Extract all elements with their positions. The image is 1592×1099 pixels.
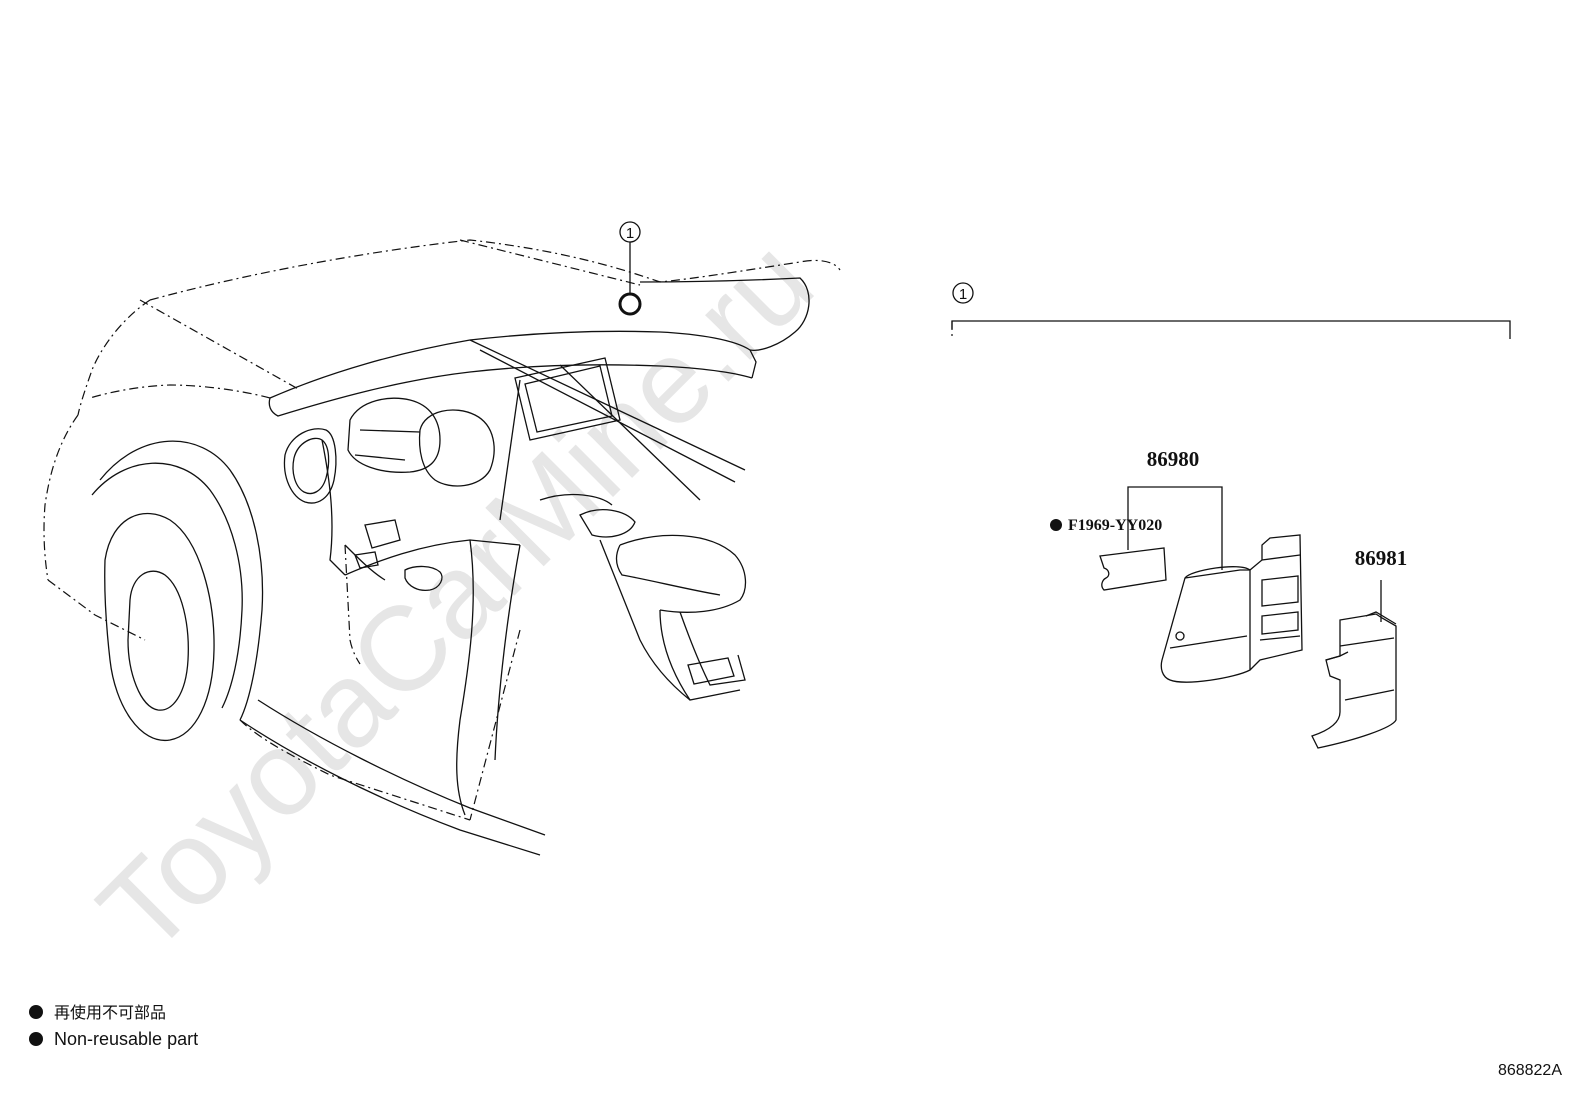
legend: 再使用不可部品 Non-reusable part <box>29 1004 198 1049</box>
drawing-code: 868822A <box>1498 1062 1562 1079</box>
legend-text-en: Non-reusable part <box>54 1029 198 1049</box>
non-reusable-dot <box>1050 519 1062 531</box>
part-86980-callout: 86980 <box>1127 447 1223 570</box>
label-sheet <box>1099 547 1167 591</box>
legend-text-jp: 再使用不可部品 <box>54 1004 166 1022</box>
vehicle-interior-illustration <box>43 239 841 856</box>
assembly-callout-number: 1 <box>959 286 967 303</box>
legend-dot-en <box>29 1032 43 1046</box>
legend-dot-jp <box>29 1005 43 1019</box>
dashboard-callout-number: 1 <box>626 225 634 242</box>
watermark: ToyotaCarMine.ru <box>74 214 838 978</box>
part-f1969-callout: F1969-YY020 <box>1050 517 1162 534</box>
dashboard-callout: 1 <box>619 221 641 243</box>
assembly-bracket: 1 <box>951 282 1511 339</box>
part-number-86981: 86981 <box>1355 546 1408 570</box>
cover-86981 <box>1311 611 1397 749</box>
part-86981-callout: 86981 <box>1355 546 1408 622</box>
control-module-86980 <box>1160 534 1303 683</box>
part-number-86980: 86980 <box>1147 447 1200 471</box>
part-number-f1969: F1969-YY020 <box>1068 517 1162 534</box>
component-location-marker <box>618 292 642 316</box>
